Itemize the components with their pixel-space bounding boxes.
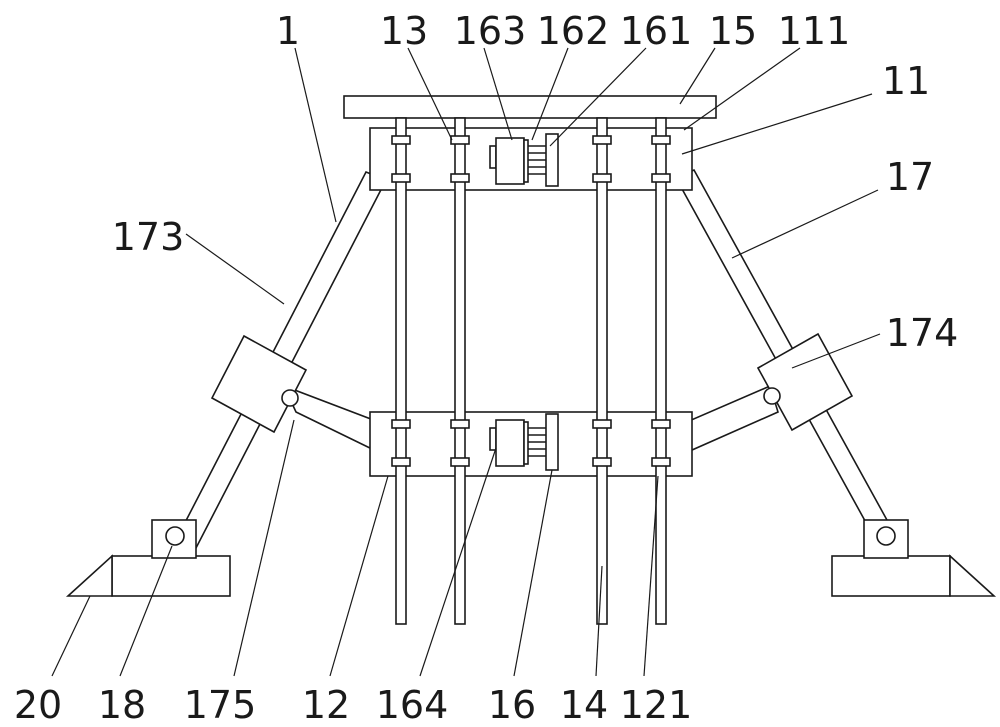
leader-11: [681, 93, 873, 155]
label-14: 14: [560, 683, 608, 727]
label-111: 111: [778, 9, 851, 53]
upper-drive-unit: [489, 133, 559, 187]
leader-175: [233, 419, 295, 677]
rod-collars: [391, 135, 671, 467]
top-cover-15: [343, 95, 717, 119]
leader-173: [185, 233, 285, 305]
motor-back-cap: [489, 145, 497, 169]
label-174: 174: [886, 311, 959, 355]
rod-2-13: [454, 117, 466, 625]
lower-motor-body-164: [495, 419, 525, 467]
right-hinge-pin: [876, 526, 896, 546]
left-foot-base: [111, 555, 231, 597]
leader-lines: [51, 47, 881, 677]
left-foot: [65, 519, 231, 597]
right-slider-pin: [763, 387, 781, 405]
left-hinge-pin: [165, 526, 185, 546]
leader-16: [513, 469, 553, 677]
label-20: 20: [14, 683, 62, 727]
label-175: 175: [184, 683, 257, 727]
leader-18: [119, 545, 173, 677]
rod-4-121: [655, 117, 667, 625]
left-slider-block-173: [210, 334, 308, 434]
rod-1: [395, 117, 407, 625]
leader-12: [329, 475, 389, 677]
left-foot-spike-20: [65, 554, 113, 597]
left-link-175: [282, 384, 386, 452]
leader-164: [419, 447, 497, 677]
leader-13: [407, 47, 453, 141]
lower-motor-flange: [523, 421, 529, 465]
leader-14: [595, 565, 603, 677]
rod-3-14: [596, 117, 608, 625]
leader-111: [683, 47, 801, 131]
reference-labels: 1 13 163 162 161 15 111 11 17 173 174 20…: [14, 9, 958, 727]
vertical-rods: [395, 117, 667, 625]
label-1: 1: [276, 9, 300, 53]
label-121: 121: [620, 683, 693, 727]
right-foot-base: [831, 555, 951, 597]
leader-163: [483, 47, 513, 141]
right-slider-block-174: [756, 332, 854, 432]
leader-174: [791, 333, 881, 369]
leader-1: [294, 47, 337, 223]
upper-plate-11: [369, 127, 693, 191]
lower-coupling-plate-16: [545, 413, 559, 471]
label-11: 11: [882, 59, 930, 103]
label-163: 163: [454, 9, 527, 53]
right-foot: [831, 519, 997, 597]
right-foot-spike: [949, 554, 997, 597]
label-13: 13: [380, 9, 428, 53]
leader-20: [51, 595, 91, 677]
leader-161: [549, 47, 647, 147]
lower-motor-back-cap: [489, 427, 497, 451]
motor-body-163: [495, 137, 525, 185]
left-slider-pin: [281, 389, 299, 407]
lower-drive-unit: [489, 413, 559, 471]
leader-17: [731, 189, 879, 259]
coupling-plate-161: [545, 133, 559, 187]
label-18: 18: [98, 683, 146, 727]
leader-15: [679, 47, 716, 105]
label-162: 162: [537, 9, 610, 53]
label-173: 173: [112, 215, 185, 259]
label-161: 161: [620, 9, 693, 53]
label-16: 16: [488, 683, 536, 727]
lower-plate-12: [369, 411, 693, 477]
leader-121: [643, 475, 659, 677]
label-164: 164: [376, 683, 449, 727]
label-17: 17: [886, 155, 934, 199]
motor-flange: [523, 139, 529, 183]
label-12: 12: [302, 683, 350, 727]
label-15: 15: [709, 9, 757, 53]
leader-162: [531, 47, 569, 141]
